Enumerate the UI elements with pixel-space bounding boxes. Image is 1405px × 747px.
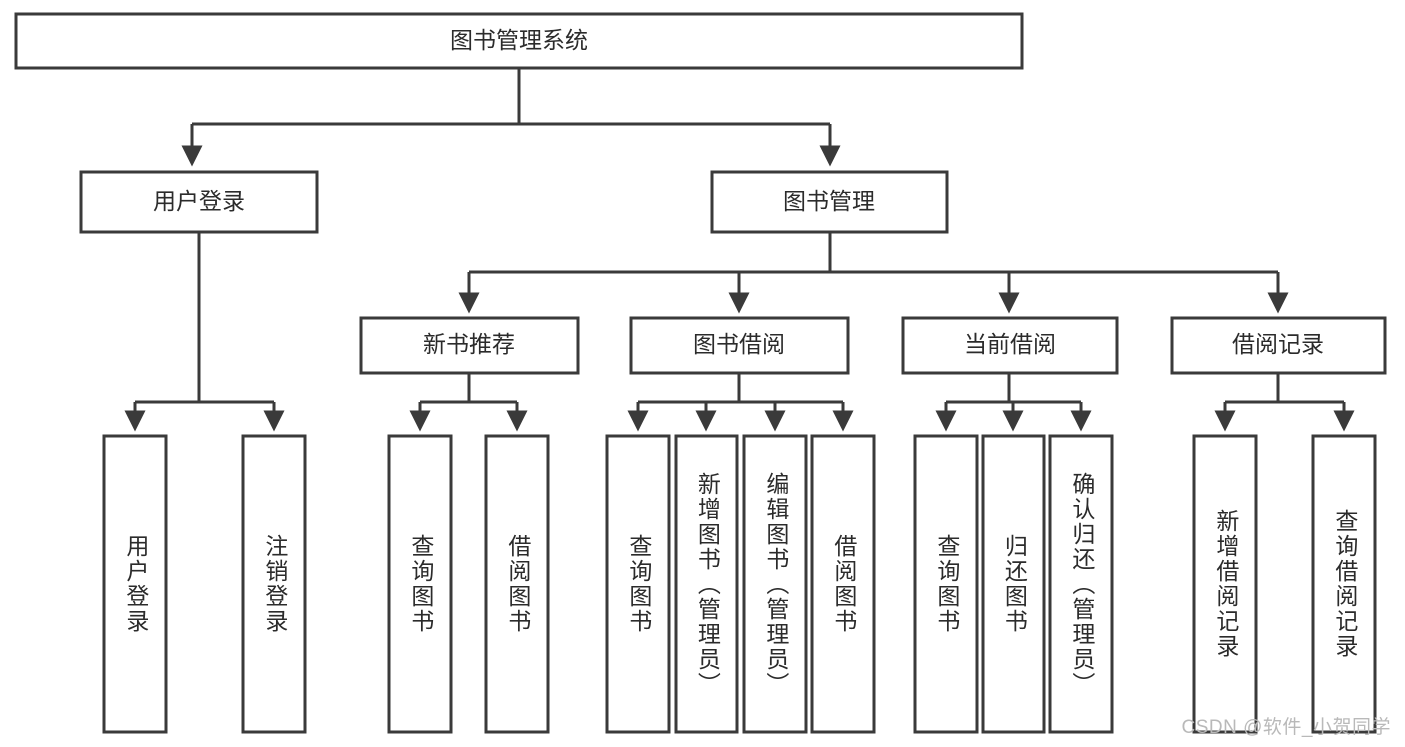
node-new-book-recommend-box[interactable] <box>359 316 580 375</box>
connector-group-new-book-recommend-to-leaves <box>409 373 528 432</box>
leaf-box-borrow-book-2[interactable] <box>810 434 876 734</box>
node-current-borrow-label: 当前借阅 <box>964 331 1056 357</box>
node-current-borrow-box[interactable] <box>901 316 1119 375</box>
leaf-box-add-record[interactable] <box>1192 434 1258 734</box>
node-book-borrow-label: 图书借阅 <box>693 331 785 357</box>
leaf-box-edit-book[interactable] <box>742 434 808 734</box>
leaf-box-return-book[interactable] <box>981 434 1046 734</box>
node-user-login-label: 用户登录 <box>153 188 245 214</box>
connector-group-book-mgmt-to-level3 <box>458 232 1289 314</box>
connector-group-borrow-record-to-leaves <box>1214 373 1355 432</box>
leaf-box-user-login[interactable] <box>102 434 168 734</box>
leaf-box-query-book-2[interactable] <box>605 434 671 734</box>
connector-group-root-to-level2 <box>181 68 841 167</box>
connector-group-current-borrow-to-leaves <box>935 373 1092 432</box>
node-new-book-recommend-label: 新书推荐 <box>423 331 515 357</box>
connector-group-user-login-to-leaves <box>124 232 285 432</box>
leaf-box-query-record[interactable] <box>1311 434 1377 734</box>
node-root-box[interactable] <box>14 12 1024 70</box>
node-borrow-record-box[interactable] <box>1170 316 1387 375</box>
node-book-borrow-box[interactable] <box>629 316 850 375</box>
node-root-label: 图书管理系统 <box>450 27 588 53</box>
node-borrow-record-label: 借阅记录 <box>1232 331 1324 357</box>
node-book-management-label: 图书管理 <box>783 188 875 214</box>
node-user-login-box[interactable] <box>79 170 319 234</box>
leaf-box-query-book-1[interactable] <box>387 434 453 734</box>
node-book-management-box[interactable] <box>710 170 949 234</box>
leaf-box-query-book-3[interactable] <box>913 434 979 734</box>
connector-group-book-borrow-to-leaves <box>627 373 854 432</box>
leaf-box-logout[interactable] <box>241 434 307 734</box>
csdn-watermark: CSDN @软件_小贺同学 <box>1181 717 1391 738</box>
leaf-box-add-book[interactable] <box>674 434 739 734</box>
leaf-box-confirm-return[interactable] <box>1048 434 1114 734</box>
leaf-box-borrow-book-1[interactable] <box>484 434 550 734</box>
